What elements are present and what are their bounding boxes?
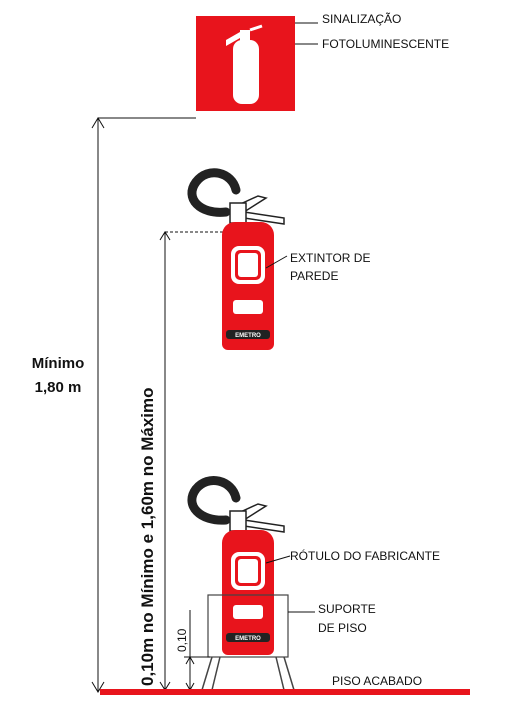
manufacturer-label: RÓTULO DO FABRICANTE xyxy=(290,548,440,563)
manufacturer-leader-line xyxy=(265,555,291,564)
wall-leader-line xyxy=(265,255,288,269)
sign-label-line2: FOTOLUMINESCENTE xyxy=(322,37,449,51)
wall-extinguisher-valve xyxy=(229,202,247,224)
stand-height-label: 0,10 xyxy=(175,628,189,652)
wall-extinguisher-badge-text: EMETRO xyxy=(235,333,261,339)
wall-label-line1: EXTINTOR DE xyxy=(290,251,370,265)
wall-label-line2: PAREDE xyxy=(290,269,338,283)
wall-extinguisher: EMETRO xyxy=(187,168,288,350)
stand-label-line2: DE PISO xyxy=(318,621,367,635)
floor-line xyxy=(100,689,470,695)
floor-extinguisher-badge xyxy=(226,633,270,642)
sign-label-line1: SINALIZAÇÃO xyxy=(322,12,401,26)
fire-extinguisher-icon xyxy=(226,24,263,104)
floor-extinguisher-hose xyxy=(187,476,241,525)
range-dimension xyxy=(159,231,224,691)
min-height-label-line1: Mínimo xyxy=(32,355,85,372)
floor-stand xyxy=(201,555,315,691)
stand-label-line1: SUPORTE xyxy=(318,602,376,616)
photoluminescent-sign xyxy=(196,16,318,111)
finished-floor xyxy=(100,689,470,695)
floor-label: PISO ACABADO xyxy=(332,674,422,688)
min-height-dimension xyxy=(91,117,196,693)
wall-extinguisher-hose xyxy=(187,168,241,217)
range-dimension-label: 0,10m no Mínimo e 1,60m no Máximo xyxy=(138,387,157,686)
floor-stand-frame xyxy=(207,594,289,658)
floor-extinguisher-badge-text: EMETRO xyxy=(235,636,261,642)
wall-extinguisher-badge xyxy=(226,330,270,339)
min-height-label-line2: 1,80 m xyxy=(35,379,82,396)
floor-extinguisher: EMETRO xyxy=(187,476,285,655)
